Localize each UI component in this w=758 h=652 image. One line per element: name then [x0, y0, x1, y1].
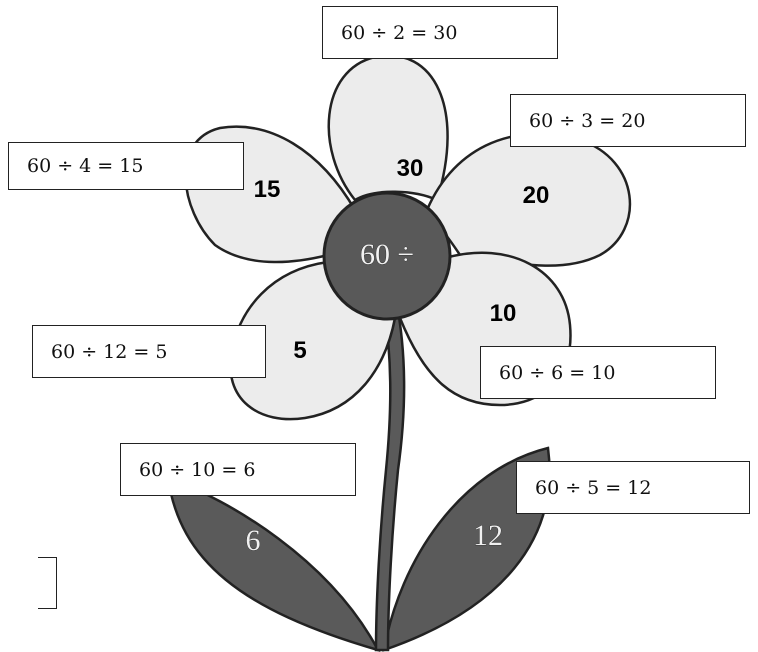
petal-answer-lower-left: 5: [293, 337, 306, 364]
left-leaf: [168, 478, 378, 650]
petal-top: [329, 56, 448, 200]
petal-answer-lower-right: 10: [490, 300, 517, 327]
equation-box-lower-right: 60 ÷ 6 = 10: [480, 346, 716, 399]
equation-box-upper-left: 60 ÷ 4 = 15: [8, 142, 244, 190]
petal-answer-top: 30: [397, 155, 424, 182]
center-label: 60 ÷: [360, 238, 414, 271]
equation-box-right-leaf: 60 ÷ 5 = 12: [516, 461, 750, 514]
petal-answer-upper-right: 20: [523, 182, 550, 209]
equation-box-lower-left: 60 ÷ 12 = 5: [32, 325, 266, 378]
equation-box-top: 60 ÷ 2 = 30: [322, 6, 558, 59]
bracket-mark: [38, 557, 57, 609]
equation-box-upper-right: 60 ÷ 3 = 20: [510, 94, 746, 147]
petal-answer-upper-left: 15: [254, 176, 281, 203]
leaf-answer-left: 6: [246, 524, 261, 557]
equation-box-left-leaf: 60 ÷ 10 = 6: [120, 443, 356, 496]
leaf-answer-right: 12: [473, 519, 503, 552]
